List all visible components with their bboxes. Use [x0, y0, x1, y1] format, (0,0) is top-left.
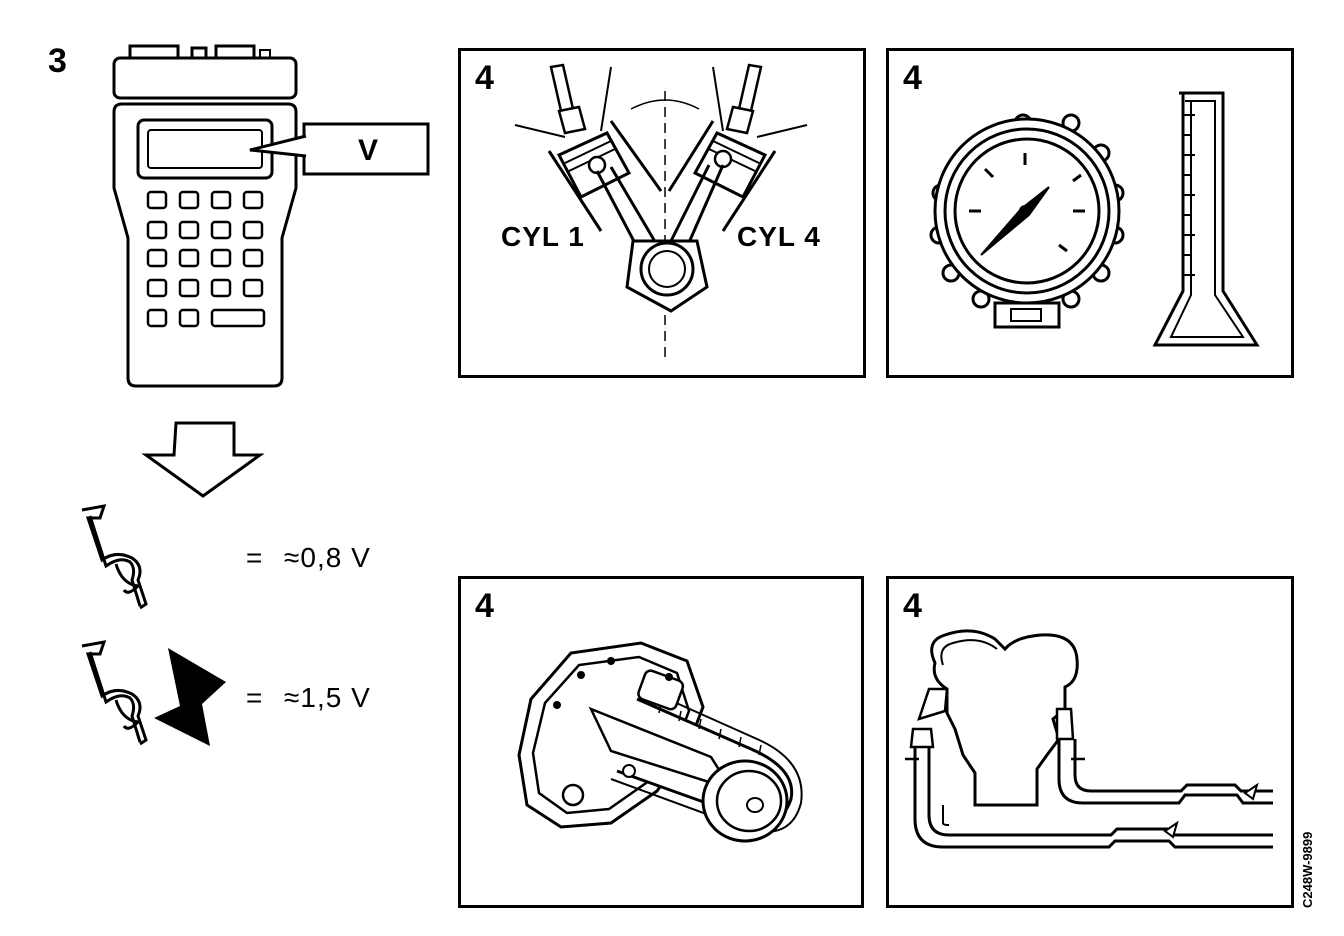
reading-2-equals: = — [246, 682, 264, 713]
tester-display-value: V — [358, 134, 379, 167]
panel-engine-component: 4 — [458, 576, 864, 908]
panel-2-number: 4 — [903, 59, 922, 97]
diagnostic-tester-illustration — [112, 44, 430, 388]
gauge-and-beaker-illustration — [929, 91, 1260, 347]
panel-1-number: 4 — [475, 59, 494, 97]
reading-2-value: ≈1,5 V — [284, 682, 371, 713]
down-arrow-icon — [141, 421, 265, 498]
engine-component-illustration — [517, 641, 803, 843]
step-number-3: 3 — [48, 42, 67, 80]
reading-1-value: ≈0,8 V — [284, 542, 371, 573]
panel-cylinders: 4 CYL 1 CYL 4 — [458, 48, 866, 378]
panel-engine-piping: 4 — [886, 576, 1294, 908]
figure-code: C248W-9899 — [1300, 831, 1315, 908]
label-cyl-1: CYL 1 — [501, 221, 585, 252]
engine-piping-illustration — [905, 629, 1273, 849]
throttle-switch-closed-icon — [81, 504, 148, 610]
throttle-switch-pressed-icon — [81, 640, 226, 746]
v-engine-pistons-illustration — [514, 63, 808, 361]
panel-3-number: 4 — [475, 587, 494, 625]
panel-compression-gauge: 4 — [886, 48, 1294, 378]
reading-1-equals: = — [246, 542, 264, 573]
panel-4-number: 4 — [903, 587, 922, 625]
label-cyl-4: CYL 4 — [737, 221, 821, 252]
